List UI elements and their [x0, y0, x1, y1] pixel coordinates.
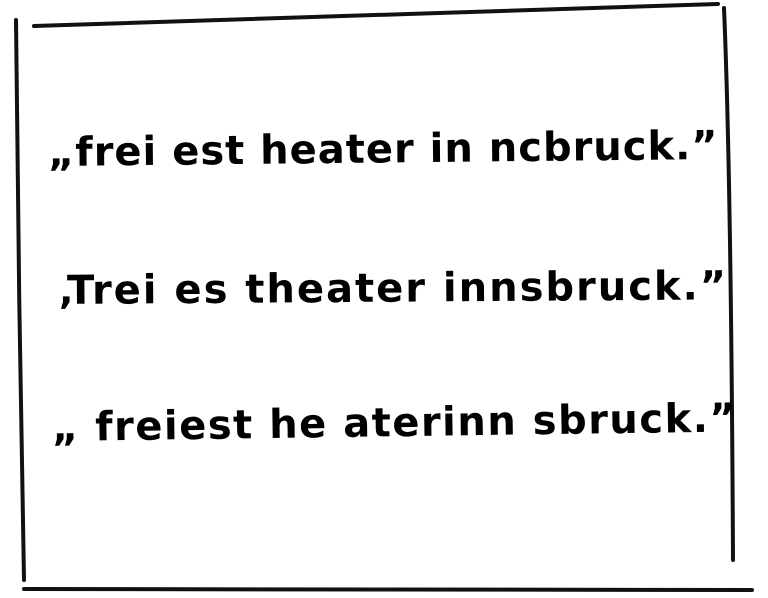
frame-left-edge: [14, 18, 26, 582]
handwritten-line-2: ‚Trei es theater innsbruck.”: [57, 263, 729, 314]
frame-top-edge: [32, 2, 720, 28]
handwritten-line-1: „frei est heater in ncbruck.”: [47, 122, 719, 176]
frame-bottom-edge: [22, 587, 754, 592]
frame-right-edge: [722, 6, 735, 562]
handwritten-line-3: „ freiest he aterinn sbruck.”: [51, 395, 738, 451]
